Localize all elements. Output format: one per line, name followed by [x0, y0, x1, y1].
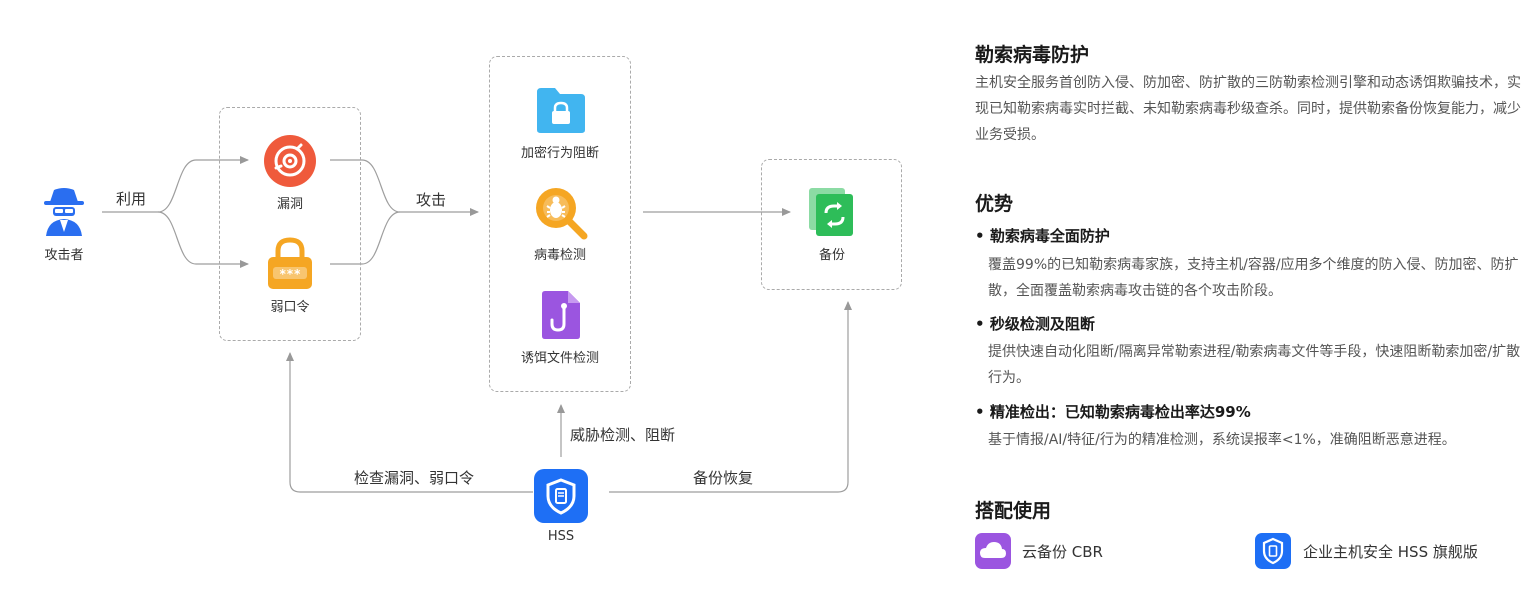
advantage-1-title: • 勒索病毒全面防护	[975, 225, 1110, 246]
bullet-dot: •	[975, 403, 990, 421]
edge-to-vuln	[157, 156, 249, 213]
encrypt-folder-lock-icon	[537, 88, 585, 133]
weak-password-lock-icon: ***	[268, 237, 312, 289]
virus-scan-icon	[536, 188, 588, 240]
check-vuln-label: 检查漏洞、弱口令	[354, 469, 475, 487]
encrypt-block-label: 加密行为阻断	[520, 146, 599, 161]
bait-detect-label: 诱饵文件检测	[520, 351, 599, 366]
combo-title: 搭配使用	[975, 500, 1052, 522]
attacker-label: 攻击者	[44, 248, 84, 263]
backup-icon	[809, 188, 853, 236]
threat-detect-label: 威胁检测、阻断	[570, 426, 676, 444]
cloud-backup-icon[interactable]	[975, 533, 1011, 569]
backup-label: 备份	[818, 248, 845, 263]
hss-label: HSS	[547, 529, 575, 544]
panel-intro: 主机安全服务首创防入侵、防加密、防扩散的三防勒索检测引擎和动态诱饵欺骗技术，实现…	[975, 75, 1521, 143]
exploit-label: 利用	[116, 190, 147, 208]
advantage-1-title-text: 勒索病毒全面防护	[989, 227, 1110, 245]
advantage-3-title: • 精准检出：已知勒索病毒检出率达99%	[975, 401, 1251, 422]
edge-hss-check	[286, 352, 533, 493]
vulnerability-icon	[264, 135, 316, 187]
combo-cbr-label[interactable]: 云备份 CBR	[1022, 543, 1103, 561]
advantages-title: 优势	[975, 193, 1014, 215]
svg-text:***: ***	[279, 267, 301, 281]
advantage-3-title-text: 精准检出：已知勒索病毒检出率达99%	[989, 403, 1251, 421]
edge-hss-backup	[609, 301, 852, 493]
advantage-3-desc: 基于情报/AI/特征/行为的精准检测，系统误报率<1%，准确阻断恶意进程。	[988, 432, 1456, 448]
attack-label: 攻击	[416, 191, 447, 209]
advantage-2-title-text: 秒级检测及阻断	[989, 315, 1095, 333]
bait-file-icon	[542, 291, 580, 339]
edge-to-weak	[157, 211, 249, 268]
panel-title: 勒索病毒防护	[975, 44, 1090, 66]
weak-password-label: 弱口令	[270, 300, 310, 315]
group-detection	[489, 56, 631, 392]
hss-icon	[534, 469, 588, 523]
edge-weak-merge	[330, 211, 401, 265]
advantage-2-title: • 秒级检测及阻断	[975, 313, 1095, 334]
advantage-2-desc: 提供快速自动化阻断/隔离异常勒索进程/勒索病毒文件等手段，快速阻断勒索加密/扩散…	[988, 344, 1521, 386]
edge-vuln-merge	[330, 159, 479, 216]
group-entry	[219, 107, 361, 341]
vulnerability-label: 漏洞	[276, 197, 303, 212]
bullet-dot: •	[975, 315, 990, 333]
combo-hss-label[interactable]: 企业主机安全 HSS 旗舰版	[1303, 543, 1478, 561]
advantage-1-desc: 覆盖99%的已知勒索病毒家族，支持主机/容器/应用多个维度的防入侵、防加密、防扩…	[988, 257, 1519, 299]
attacker-icon	[44, 188, 84, 236]
diagram-connectors	[102, 156, 852, 493]
bullet-dot: •	[975, 227, 990, 245]
group-backup	[761, 159, 902, 290]
backup-restore-label: 备份恢复	[693, 469, 754, 487]
virus-detect-label: 病毒检测	[533, 248, 586, 263]
hss-shield-icon[interactable]	[1255, 533, 1291, 569]
